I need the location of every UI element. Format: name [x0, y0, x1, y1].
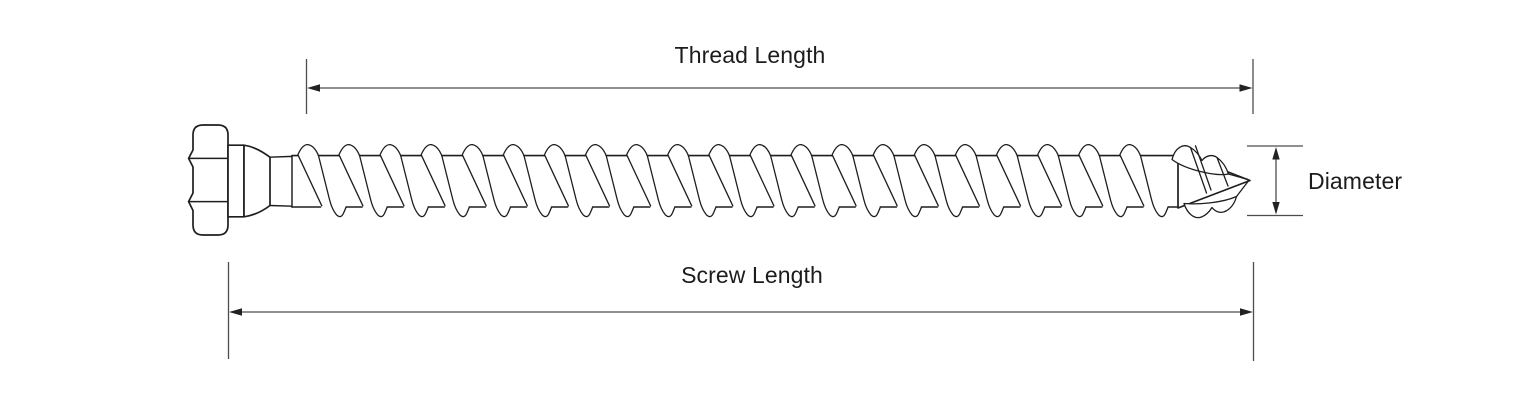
tip-flutes: [1189, 145, 1249, 198]
screw-neck: [227, 144, 293, 218]
screw-head-outline: [187, 124, 229, 236]
thread-core-lines: [291, 154, 1179, 208]
shank: [269, 154, 293, 208]
thread-length-dimension: [305, 59, 1254, 114]
arrowhead-up-icon: [1272, 147, 1280, 160]
diameter-label: Diameter: [1308, 168, 1403, 194]
arrowhead-left-icon: [229, 308, 242, 316]
thread-length-label: Thread Length: [674, 42, 826, 68]
screw-tip: [1171, 145, 1251, 219]
head-facet-lines: [188, 157, 229, 203]
neck-taper: [243, 144, 271, 218]
arrowhead-right-icon: [1239, 84, 1253, 92]
screw-length-label: Screw Length: [681, 262, 823, 288]
arrowhead-right-icon: [1240, 308, 1253, 316]
diameter-dimension: [1247, 145, 1303, 217]
arrowhead-down-icon: [1272, 202, 1280, 215]
tip-thread-crest-bottom: [1183, 195, 1238, 219]
washer-flange: [227, 144, 245, 218]
thread-helix: [296, 143, 1169, 218]
screw-threads: [291, 143, 1179, 218]
screw-length-dimension: [227, 262, 1255, 361]
screw-head: [187, 124, 229, 236]
arrowhead-left-icon: [307, 84, 320, 92]
